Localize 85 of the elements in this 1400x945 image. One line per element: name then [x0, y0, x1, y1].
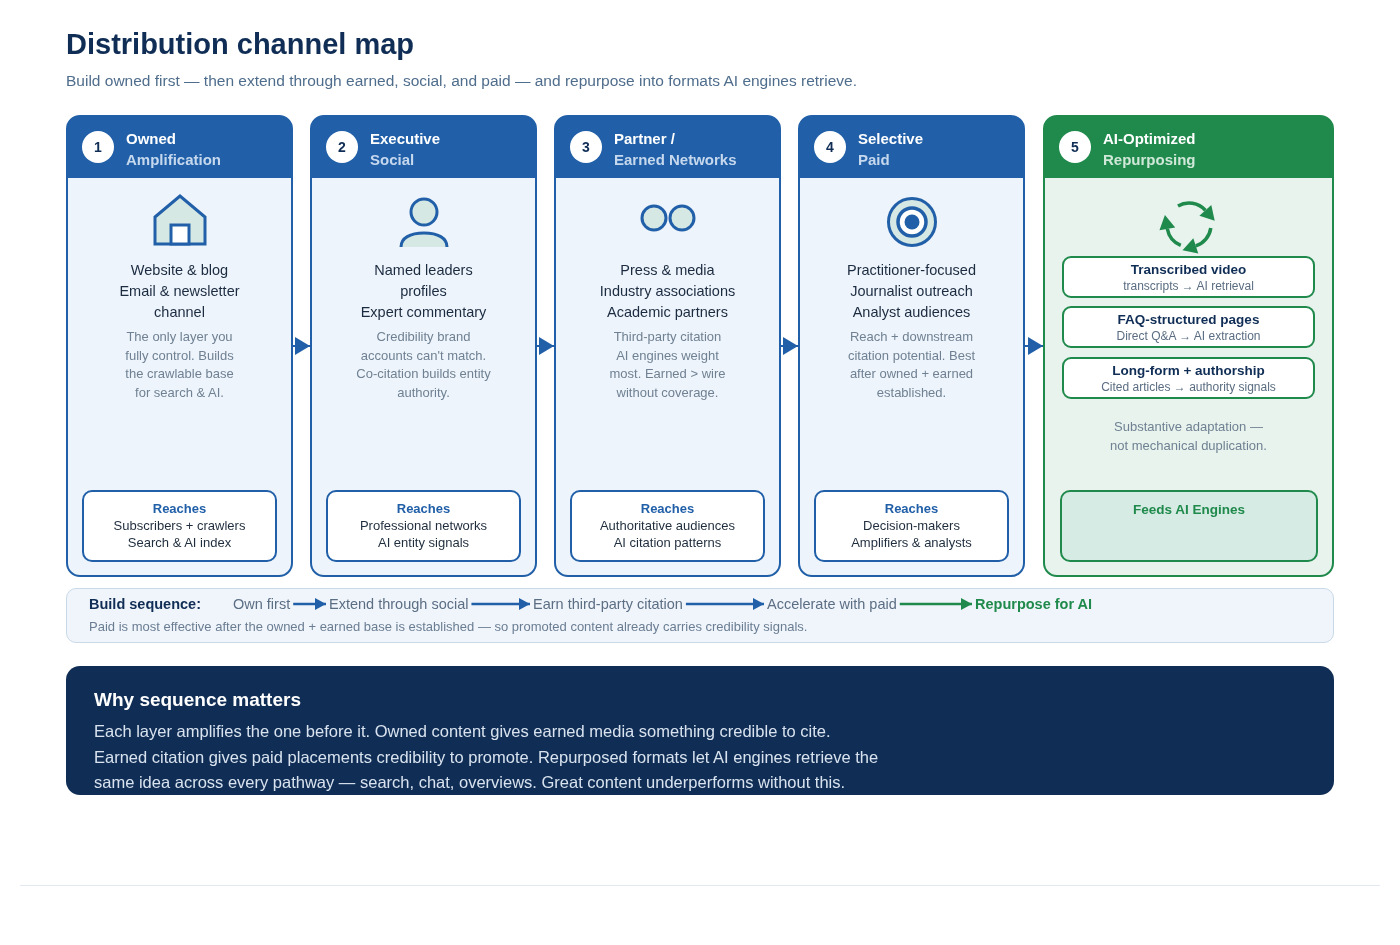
feeds-box: [1060, 490, 1318, 562]
arrow: [292, 338, 311, 354]
channel-card: [66, 115, 293, 577]
format-box: [1062, 357, 1315, 399]
channel-item: channel: [154, 303, 205, 322]
sequence-step: Accelerate with paid: [767, 594, 897, 614]
reach-box: [814, 490, 1009, 562]
card-description: Substantive adaptation — not mechanical duplication.: [1109, 418, 1268, 455]
channel-card: [554, 115, 781, 577]
subtitle: Build owned first — then extend through earned, social, and paid — and repurpose into formats AI engines retrieve.: [66, 71, 857, 90]
card-title: Partner /: [614, 129, 675, 149]
card-title: Owned: [126, 129, 176, 149]
reach-line: Subscribers + crawlers: [113, 517, 246, 534]
sequence-step: Repurpose for AI: [975, 594, 1093, 614]
reach-line: Professional networks: [359, 517, 488, 534]
channel-item: Practitioner-focused: [847, 261, 976, 280]
arrow: [780, 338, 799, 354]
sequence-step: Earn third-party citation: [533, 594, 683, 614]
format-detail: Cited articles → authority signals: [1101, 380, 1276, 395]
card-subtitle: Amplification: [126, 150, 221, 170]
reach-box: [570, 490, 765, 562]
card-subtitle: Earned Networks: [614, 150, 737, 170]
card-description: Credibility brand accounts can't match. Co-citation builds entity authority.: [355, 328, 492, 402]
reach-line: Decision-makers: [863, 517, 960, 534]
arrow: [536, 338, 555, 354]
channel-item: Expert commentary: [360, 303, 487, 322]
card-description: Reach + downstream citation potential. Best after owned + earned established.: [847, 328, 976, 402]
sequence-heading: Build sequence:: [89, 595, 201, 614]
reach-box: [82, 490, 277, 562]
channel-item: Press & media: [620, 261, 715, 280]
sequence-step: Extend through social: [329, 594, 469, 614]
reach-heading: Reaches: [152, 500, 207, 517]
format-title: FAQ-structured pages: [1117, 311, 1260, 329]
feeds-heading: Feeds AI Engines: [1133, 501, 1245, 518]
panel-heading: Why sequence matters: [94, 688, 301, 712]
format-title: Long-form + authorship: [1112, 362, 1265, 380]
explanation-panel: [66, 666, 1334, 795]
channel-card: [310, 115, 537, 577]
card-title: AI-Optimized: [1103, 129, 1196, 149]
channel-item: Analyst audiences: [852, 303, 971, 322]
card-description: The only layer you fully control. Builds the crawlable base for search & AI.: [124, 328, 235, 402]
card-title: Executive: [370, 129, 441, 149]
sequence-panel: [66, 588, 1334, 643]
reach-heading: Reaches: [640, 500, 695, 517]
format-box: [1062, 256, 1315, 298]
step-number-badge: 4: [814, 131, 846, 163]
arrow: [899, 598, 972, 610]
card-subtitle: Social: [370, 150, 415, 170]
sequence-step: Own first: [233, 594, 291, 614]
card-subtitle: Repurposing: [1103, 150, 1196, 170]
format-box: [1062, 306, 1315, 348]
step-number-badge: 1: [82, 131, 114, 163]
format-title: Transcribed video: [1130, 261, 1247, 279]
card-description: Third-party citation AI engines weight most. Earned > wire without coverage.: [608, 328, 727, 402]
format-detail: transcripts → AI retrieval: [1123, 279, 1254, 294]
channel-item: Journalist outreach: [850, 282, 973, 301]
channel-item: Named leaders: [374, 261, 473, 280]
arrow: [293, 598, 326, 610]
reach-line: Authoritative audiences: [599, 517, 736, 534]
channel-item: Academic partners: [607, 303, 728, 322]
step-number-badge: 2: [326, 131, 358, 163]
reach-line: AI entity signals: [377, 534, 469, 551]
panel-paragraph: Each layer amplifies the one before it. Owned content gives earned media something credible to cite. Earned citation gives paid placements credibility to promote. Repurposed formats let AI engines retrieve the same idea across every pathway — search, chat, overviews. Great content underperforms without this.: [94, 721, 880, 793]
channel-item: Website & blog: [130, 261, 229, 280]
arrow: [471, 598, 530, 610]
channel-card: [798, 115, 1025, 577]
diagram-title: Distribution channel map: [66, 27, 415, 61]
step-number-badge: 3: [570, 131, 602, 163]
reach-line: AI citation patterns: [613, 534, 722, 551]
channel-item: Email & newsletter: [119, 282, 240, 301]
card-title: Selective: [858, 129, 924, 149]
arrow: [685, 598, 764, 610]
channel-item: profiles: [400, 282, 447, 301]
reach-line: Search & AI index: [127, 534, 232, 551]
step-number-badge: 5: [1059, 131, 1091, 163]
format-detail: Direct Q&A → AI extraction: [1116, 329, 1261, 344]
reach-heading: Reaches: [396, 500, 451, 517]
channel-card: [1043, 115, 1334, 577]
card-subtitle: Paid: [858, 150, 890, 170]
channel-item: Industry associations: [599, 282, 736, 301]
reach-box: [326, 490, 521, 562]
reach-line: Amplifiers & analysts: [851, 534, 972, 551]
reach-heading: Reaches: [884, 500, 939, 517]
arrow: [1024, 338, 1044, 354]
sequence-note: Paid is most effective after the owned + earned base is established — so promoted content already carries credibility signals.: [89, 618, 808, 635]
